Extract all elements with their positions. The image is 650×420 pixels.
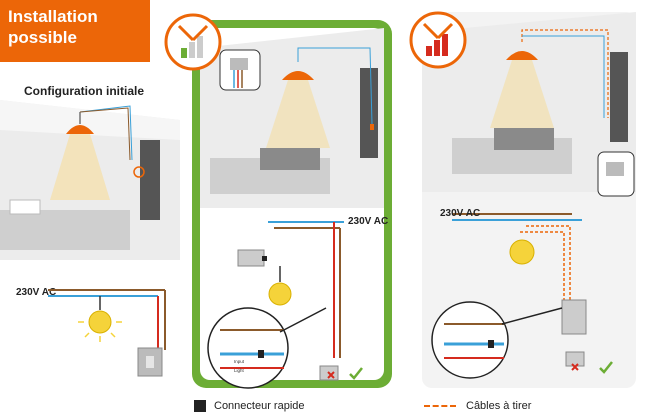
switch-marker [370,124,374,130]
bulb-icon [268,282,292,306]
ceiling-lamp-icon [282,71,314,80]
bed-icon [0,210,130,250]
voltage-label-left: 230V AC [16,287,57,298]
door-icon [360,68,378,158]
compatible-wiring-diagram [207,221,363,389]
cable-legend-dash-icon [424,405,456,407]
micromodule-icon [561,299,587,335]
ceiling-lamp-icon [506,51,538,60]
cross-icon [327,371,335,379]
initial-room-illustration [0,100,180,260]
door-icon [610,52,628,142]
quick-connector-legend-icon [194,400,206,412]
ceiling-lamp-icon [66,125,94,134]
bulb-icon [88,310,112,334]
quick-connector-icon [262,256,267,261]
zoom-light-label: Light [234,368,244,373]
micromodule-icon [237,249,265,267]
zoom-input-label: Input [234,359,245,364]
voltage-label-center: 230V AC [348,216,389,227]
compatible-installation-panel: 230V AC Input Light [192,20,392,389]
bulb-icon [509,239,535,265]
connection-zoom-circle [431,301,509,379]
connection-zoom-circle [207,307,289,389]
compatible-room-illustration [200,28,384,208]
cable-pulling-illustration [422,12,636,379]
wall-switch-icon [565,351,585,367]
initial-config-title: Configuration initiale [24,84,144,98]
tools-icon [422,22,454,40]
check-icon [599,361,613,374]
legend-connector-label: Connecteur rapide [214,400,305,412]
easy-difficulty-badge [164,13,222,71]
tools-icon [177,24,209,42]
legend-cables-label: Câbles à tirer [466,400,532,412]
installation-banner [0,0,150,62]
voltage-label-right: 230V AC [440,208,481,219]
cross-icon [571,363,579,371]
check-icon [349,367,363,380]
compatible-panel-inner: 230V AC Input Light [200,28,388,389]
door-icon [140,140,160,220]
hard-difficulty-badge [409,11,467,69]
initial-wiring-diagram [48,289,166,377]
banner-title: Installation possible [8,7,98,47]
switch-location-marker [133,166,145,178]
